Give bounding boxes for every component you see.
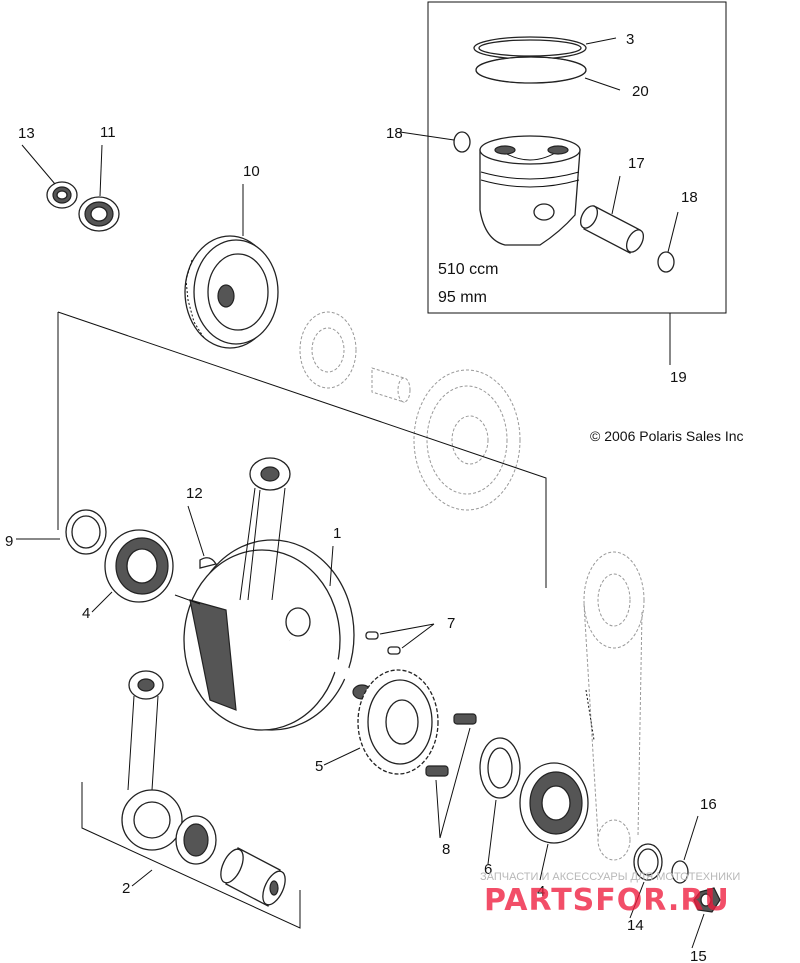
callout-c4b: 4	[537, 883, 545, 900]
displacement-label: 510 ccm	[438, 261, 498, 278]
cam-chain-ghost	[583, 551, 645, 861]
piston	[479, 135, 581, 246]
drive-gear	[357, 669, 439, 775]
callout-c18a: 18	[386, 125, 403, 142]
nut-15	[693, 887, 721, 913]
callout-c5: 5	[315, 758, 323, 775]
callout-c12: 12	[186, 485, 203, 502]
woodruff-key	[199, 557, 218, 569]
callout-c7: 7	[447, 615, 455, 632]
dowel-pin-lower	[387, 646, 401, 655]
callout-c16: 16	[700, 796, 717, 813]
assembly-outline	[57, 311, 547, 588]
dowel-pin-upper	[365, 631, 379, 640]
bearing-11	[78, 196, 120, 232]
bolt-upper	[453, 713, 477, 725]
callout-c3: 3	[626, 31, 634, 48]
oil-seal-9	[65, 509, 107, 555]
ghost-bearing	[299, 311, 357, 389]
watermark-tagline: ЗАПЧАСТИ И АКСЕССУАРЫ ДЛЯ МОТОТЕХНИКИ	[480, 871, 740, 883]
needle-bearing	[175, 815, 217, 865]
piston-ring-second	[475, 56, 587, 84]
callout-c2: 2	[122, 880, 130, 897]
main-bearing-right	[519, 762, 589, 844]
watermark-brand: PARTSFOR.RU	[484, 883, 730, 918]
callout-c1: 1	[333, 525, 341, 542]
copyright-text: © 2006 Polaris Sales Inc	[590, 428, 744, 444]
connecting-rod-kit	[81, 670, 301, 929]
callout-c14: 14	[627, 917, 644, 934]
callout-c8: 8	[442, 841, 450, 858]
piston-pin-clip-left	[453, 131, 471, 153]
ghost-driven-gear	[413, 369, 521, 511]
callout-c20: 20	[632, 83, 649, 100]
ghost-needle-bearing	[371, 367, 411, 403]
callout-c4a: 4	[82, 605, 90, 622]
watermark: ЗАПЧАСТИ И АКСЕССУАРЫ ДЛЯ МОТОТЕХНИКИ PA…	[480, 871, 740, 918]
retaining-ring-14	[633, 843, 663, 881]
crankshaft	[174, 539, 372, 731]
piston-ring-top	[473, 36, 587, 60]
callout-c10: 10	[243, 163, 260, 180]
flywheel	[184, 235, 279, 349]
bore-label: 95 mm	[438, 289, 487, 306]
callout-c17: 17	[628, 155, 645, 172]
piston-kit-box: 510 ccm 95 mm	[399, 1, 727, 365]
washer-16	[671, 860, 689, 884]
callout-c19: 19	[670, 369, 687, 386]
callout-c6: 6	[484, 861, 492, 878]
oil-seal-13	[46, 181, 78, 209]
shim-washer	[479, 737, 521, 799]
callout-c11: 11	[100, 124, 116, 141]
connecting-rod-upper	[239, 457, 291, 601]
callout-c18b: 18	[681, 189, 698, 206]
bolt-lower	[425, 765, 449, 777]
callout-c15: 15	[690, 948, 707, 963]
callout-c9: 9	[5, 533, 13, 550]
piston-pin-clip-right	[657, 251, 675, 273]
crank-pin	[220, 847, 286, 907]
piston-pin	[579, 205, 645, 254]
callout-c13: 13	[18, 125, 35, 142]
main-bearing-left	[104, 529, 174, 603]
